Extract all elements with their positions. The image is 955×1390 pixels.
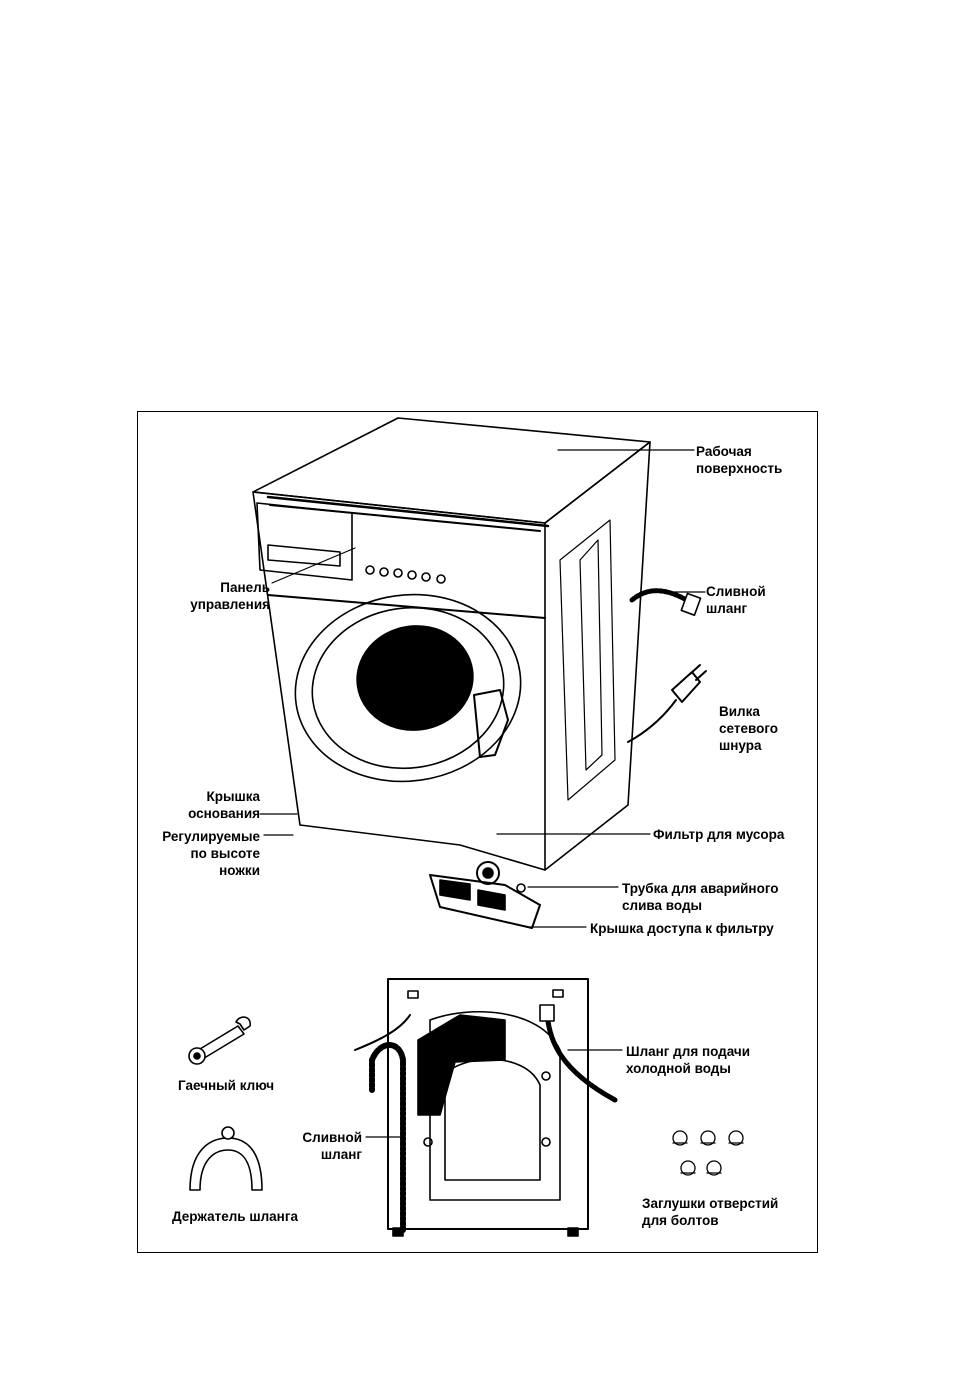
cold-water-hose [547,1010,615,1100]
label-worktop: Рабочая поверхность [696,443,782,477]
washing-machine-back-view [355,979,615,1236]
power-plug [672,672,700,702]
label-emergency-drain: Трубка для аварийного слива воды [622,880,779,914]
label-filter-cover: Крышка доступа к фильтру [590,920,774,937]
washing-machine-front-view [253,418,706,928]
emergency-drain-tube [517,884,525,892]
label-drain-hose-back: Сливной шланг [280,1129,362,1163]
side-face [545,442,650,870]
label-adjustable-feet: Регулируемые по высоте ножки [140,828,260,879]
label-control-panel: Панель управления [180,579,270,613]
detergent-drawer [257,503,352,580]
spanner-illustration [189,1017,250,1064]
label-power-plug: Вилка сетевого шнура [719,703,778,754]
worktop [253,418,650,523]
power-cord [628,700,676,742]
label-cold-water-hose: Шланг для подачи холодной воды [626,1043,750,1077]
label-drain-hose-top: Сливной шланг [706,583,766,617]
label-debris-filter: Фильтр для мусора [653,826,784,843]
hose-holder-illustration [190,1127,262,1190]
label-spanner: Гаечный ключ [178,1077,274,1094]
program-buttons [366,566,445,583]
label-hose-holder: Держатель шланга [172,1208,298,1225]
bolt-caps-illustration [673,1131,743,1175]
label-bolt-caps: Заглушки отверстий для болтов [642,1195,778,1229]
door-glass [350,618,479,737]
label-plinth-cover: Крышка основания [150,788,260,822]
